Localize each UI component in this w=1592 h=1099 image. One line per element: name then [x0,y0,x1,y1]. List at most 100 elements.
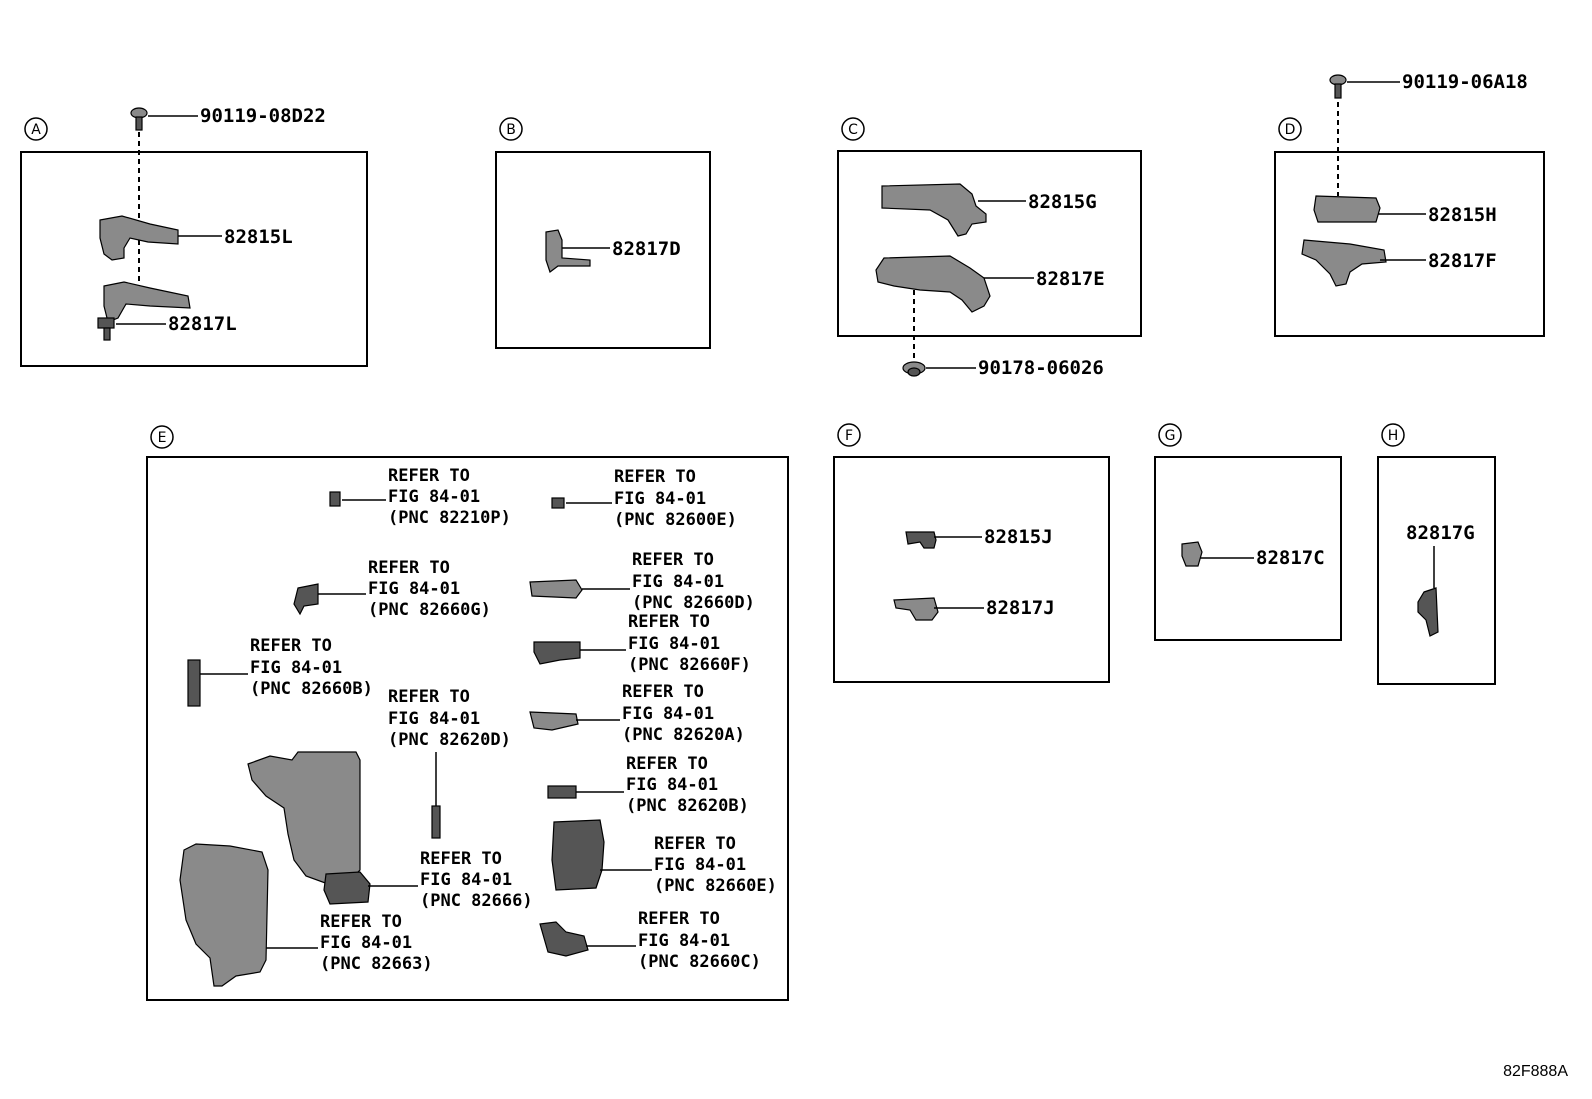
section-c-frame [837,150,1142,337]
refer-pnc-label: (PNC 82660D) [632,593,755,613]
refer-fig-label[interactable]: FIG 84-01 [626,775,718,795]
refer-fig-label[interactable]: FIG 84-01 [632,572,724,592]
section-d: D 90119-06A18 82815H 82817F [1274,71,1545,337]
clip-icon [902,361,926,377]
connector-icon [539,921,589,957]
section-b-letter: B [506,122,516,138]
bracket-icon [99,215,179,261]
section-b-frame [495,151,711,349]
connector-icon [551,497,565,509]
part-number-82817E[interactable]: 82817E [1036,268,1105,290]
section-b: B 82817D [495,117,711,349]
refer-fig-label[interactable]: FIG 84-01 [320,933,412,953]
refer-fig-label[interactable]: FIG 84-01 [654,855,746,875]
section-b-marker [499,117,523,141]
section-g-frame [1154,456,1342,641]
section-e-frame [146,456,789,1001]
section-c: C 82815G 82817E 90178-06026 [837,117,1142,379]
refer-to-label: REFER TO [654,834,736,854]
refer-pnc-label: (PNC 82660E) [654,876,777,896]
bracket-icon [1301,239,1387,287]
connector-icon [329,491,341,507]
part-number-90119-06A18[interactable]: 90119-06A18 [1402,71,1528,93]
refer-pnc-label: (PNC 82666) [420,891,533,911]
bolt-icon [1329,74,1347,99]
section-d-letter: D [1285,122,1296,138]
refer-fig-label[interactable]: FIG 84-01 [368,579,460,599]
connector-icon [293,583,319,616]
part-number-90178-06026[interactable]: 90178-06026 [978,357,1104,379]
part-number-82817J[interactable]: 82817J [986,597,1055,619]
section-a-marker [24,117,48,141]
refer-fig-label[interactable]: FIG 84-01 [638,931,730,951]
cover-icon [881,183,987,237]
fastener-icon [97,317,115,329]
part-number-82815H[interactable]: 82815H [1428,204,1497,226]
part-number-82817C[interactable]: 82817C [1256,547,1325,569]
refer-pnc-label: (PNC 82620B) [626,796,749,816]
section-f-marker [837,423,861,447]
refer-to-label: REFER TO [388,466,470,486]
section-f-frame [833,456,1110,683]
figure-code: 82F888A [1503,1063,1568,1080]
refer-to-label: REFER TO [622,682,704,702]
section-d-marker [1278,117,1302,141]
fuse-icon [431,805,441,839]
refer-to-label: REFER TO [420,849,502,869]
refer-pnc-label: (PNC 82600E) [614,510,737,530]
section-f: F 82815J 82817J [833,423,1110,683]
refer-to-label: REFER TO [626,754,708,774]
refer-fig-label[interactable]: FIG 84-01 [388,487,480,507]
part-number-90119-08D22[interactable]: 90119-08D22 [200,105,326,127]
refer-pnc-label: (PNC 82210P) [388,508,511,528]
refer-pnc-label: (PNC 82660G) [368,600,491,620]
refer-fig-label[interactable]: FIG 84-01 [388,709,480,729]
refer-to-label: REFER TO [250,636,332,656]
refer-fig-label[interactable]: FIG 84-01 [420,870,512,890]
part-number-82817F[interactable]: 82817F [1428,250,1497,272]
part-number-82815L[interactable]: 82815L [224,226,293,248]
refer-to-label: REFER TO [320,912,402,932]
refer-to-label: REFER TO [388,687,470,707]
refer-to-label: REFER TO [614,467,696,487]
part-number-82815J[interactable]: 82815J [984,526,1053,548]
section-c-marker [841,117,865,141]
refer-fig-label[interactable]: FIG 84-01 [250,658,342,678]
bracket-icon [545,229,591,273]
connector-icon [533,641,581,665]
section-h-marker [1381,423,1405,447]
part-number-82817G[interactable]: 82817G [1406,522,1475,544]
section-c-letter: C [848,122,858,138]
refer-to-label: REFER TO [368,558,450,578]
part-number-82815G[interactable]: 82815G [1028,191,1097,213]
junction-block-connector-icon [323,871,371,905]
section-a-letter: A [31,122,41,138]
bolt-icon [130,107,148,131]
part-number-82817L[interactable]: 82817L [168,313,237,335]
section-e-letter: E [158,430,167,446]
refer-pnc-label: (PNC 82660B) [250,679,373,699]
section-g-letter: G [1165,428,1176,444]
connector-icon [905,531,937,549]
refer-fig-label[interactable]: FIG 84-01 [614,489,706,509]
relay-box-icon [179,843,269,987]
refer-pnc-label: (PNC 82620A) [622,725,745,745]
refer-to-label: REFER TO [638,909,720,929]
bracket-icon [103,281,191,323]
refer-pnc-label: (PNC 82660F) [628,655,751,675]
connector-icon [1181,541,1203,567]
section-e-marker [150,425,174,449]
refer-pnc-label: (PNC 82663) [320,954,433,974]
cover-icon [1313,195,1381,223]
refer-fig-label[interactable]: FIG 84-01 [622,704,714,724]
relay-block-icon [551,819,605,891]
section-h-letter: H [1388,428,1399,444]
section-g: G 82817C [1154,423,1342,641]
section-d-frame [1274,151,1545,337]
refer-fig-label[interactable]: FIG 84-01 [628,634,720,654]
part-number-82817D[interactable]: 82817D [612,238,681,260]
fuse-holder-icon [1417,587,1439,637]
section-a-frame [20,151,368,367]
connector-icon [529,711,579,731]
